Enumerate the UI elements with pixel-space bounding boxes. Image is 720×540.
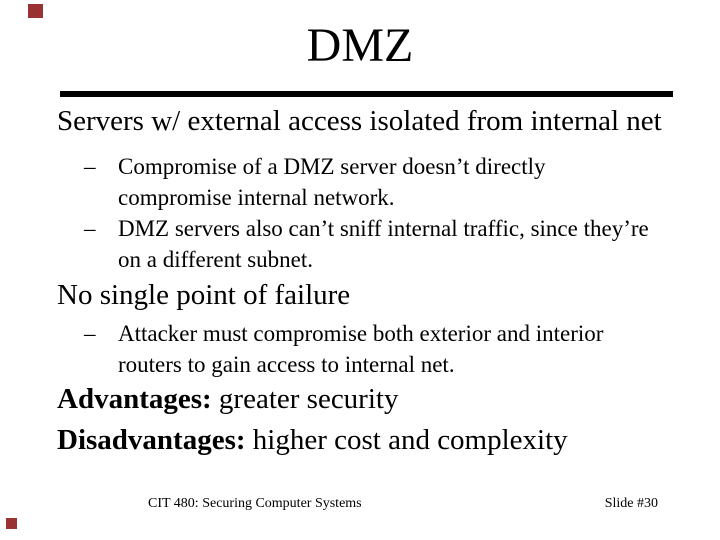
bullet-item: – Attacker must compromise both exterior… <box>57 318 658 380</box>
footer-slide-number: Slide #30 <box>604 496 658 511</box>
bullet-item: – DMZ servers also can’t sniff internal … <box>57 213 658 275</box>
red-corner-square-icon <box>6 518 17 529</box>
slide-body: Servers w/ external access isolated from… <box>57 105 673 457</box>
advantages-line: Advantages: greater security <box>57 383 673 416</box>
disadvantages-label: Disadvantages: <box>57 424 246 456</box>
bullet-text: Attacker must compromise both exterior a… <box>118 321 604 377</box>
advantages-label: Advantages: <box>57 383 212 415</box>
disadvantages-line: Disadvantages: higher cost and complexit… <box>57 424 673 457</box>
slide-title: DMZ <box>306 19 414 72</box>
red-corner-square-icon <box>28 4 43 18</box>
disadvantages-text: higher cost and complexity <box>245 424 568 456</box>
body-heading-no-single-point: No single point of failure <box>57 279 351 311</box>
advantages-text: greater security <box>211 383 399 415</box>
footer-course-title: CIT 480: Securing Computer Systems <box>148 496 362 511</box>
dash-bullet-icon: – <box>84 321 96 346</box>
bullet-text: Compromise of a DMZ server doesn’t direc… <box>118 154 546 210</box>
dash-bullet-icon: – <box>84 216 96 241</box>
bullet-item: – Compromise of a DMZ server doesn’t dir… <box>57 151 658 213</box>
bullet-text: DMZ servers also can’t sniff internal tr… <box>118 216 649 272</box>
title-underline <box>60 91 673 97</box>
body-heading-servers: Servers w/ external access isolated from… <box>57 105 662 137</box>
dash-bullet-icon: – <box>84 154 96 179</box>
